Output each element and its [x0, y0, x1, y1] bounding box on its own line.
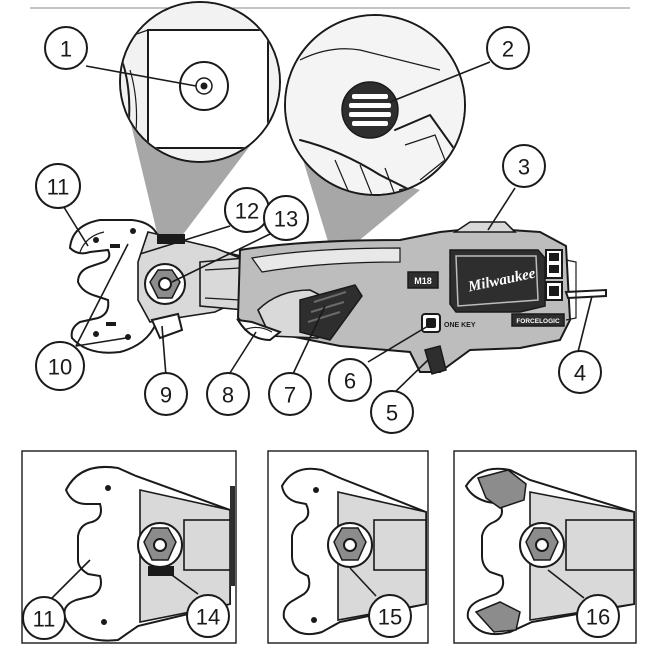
svg-text:15: 15	[378, 605, 402, 630]
svg-text:13: 13	[274, 207, 298, 232]
voltage-label: M18	[414, 276, 432, 286]
svg-text:11: 11	[47, 175, 70, 200]
jaw-set-panel-3: 16	[453, 450, 637, 644]
callout-12: 12	[224, 187, 270, 233]
callout-5: 5	[370, 390, 414, 434]
jaw-set-panel-2: 15	[267, 450, 429, 644]
callout-16: 16	[576, 594, 620, 638]
svg-text:5: 5	[386, 401, 398, 426]
svg-text:1: 1	[60, 37, 72, 62]
callout-10: 10	[35, 341, 85, 391]
vent-icon	[341, 81, 399, 139]
svg-text:12: 12	[235, 199, 259, 224]
callout-3: 3	[502, 144, 546, 188]
forcelogic-label: FORCELOGIC	[516, 318, 560, 325]
rear-rod	[564, 288, 607, 300]
callout-8: 8	[206, 372, 250, 416]
svg-text:7: 7	[284, 383, 296, 408]
battery-latch	[424, 345, 447, 375]
release-lever	[150, 312, 184, 340]
brand-panel	[449, 249, 546, 313]
svg-text:9: 9	[160, 383, 172, 408]
forcelogic-plate	[511, 313, 565, 327]
callout-9: 9	[144, 372, 188, 416]
callout-2: 2	[486, 26, 530, 70]
callout-7: 7	[268, 372, 312, 416]
svg-text:3: 3	[518, 155, 530, 180]
svg-text:2: 2	[502, 37, 514, 62]
callout-15: 15	[368, 594, 412, 638]
callout-6: 6	[328, 358, 372, 402]
callout-1: 1	[44, 26, 88, 70]
crimper-tool: Milwaukee M18 FORCELOGIC ONE KEY	[68, 219, 607, 375]
one-key-label: ONE KEY	[444, 322, 476, 329]
svg-text:11: 11	[33, 607, 56, 632]
callout-13: 13	[263, 195, 309, 241]
callout-4: 4	[558, 350, 602, 394]
callout-11-inset: 11	[22, 596, 66, 640]
jaw-set-panel-1: 11 14	[21, 450, 237, 644]
svg-text:6: 6	[344, 369, 356, 394]
voltage-badge	[407, 271, 439, 289]
callout-14: 14	[186, 594, 230, 638]
svg-text:16: 16	[586, 605, 610, 630]
top-bump	[452, 221, 517, 233]
svg-text:10: 10	[48, 355, 72, 380]
svg-text:4: 4	[574, 361, 586, 386]
svg-text:14: 14	[196, 605, 220, 630]
svg-text:8: 8	[222, 383, 234, 408]
magnifier-detail-1	[119, 1, 281, 163]
magnifier-detail-2	[284, 14, 466, 196]
callout-11: 11	[35, 163, 81, 209]
